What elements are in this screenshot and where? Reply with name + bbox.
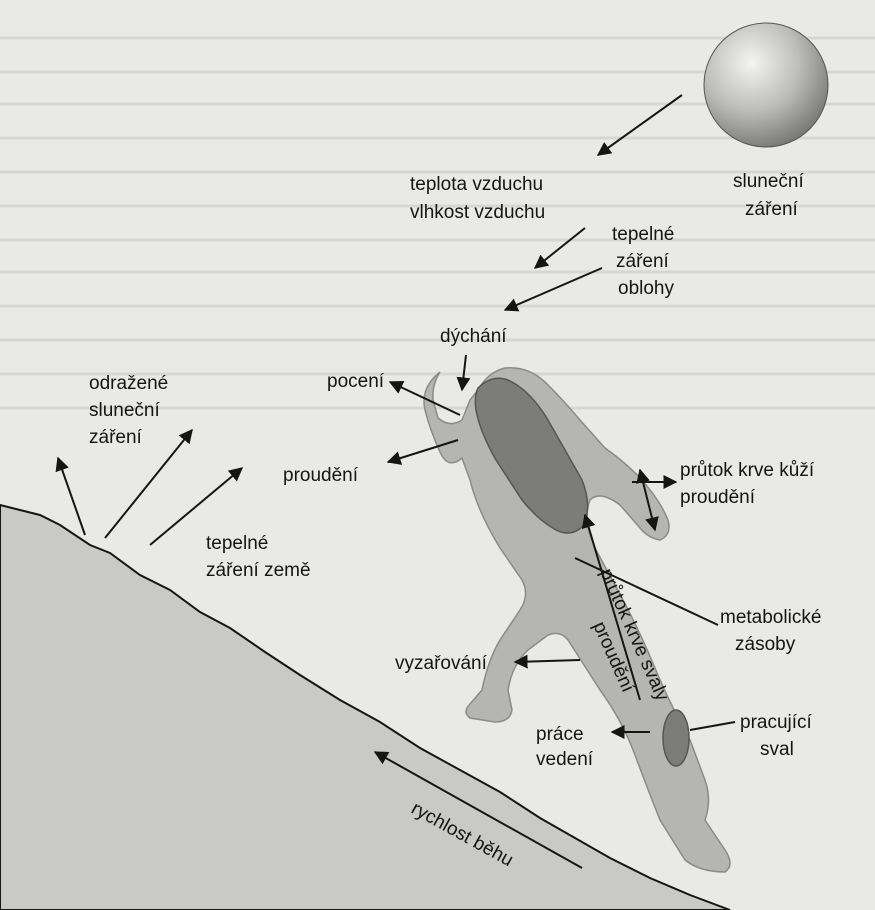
label-metabolic-2: zásoby — [735, 634, 796, 655]
label-reflected-1: odražené — [89, 373, 168, 394]
label-sweating: pocení — [327, 371, 385, 392]
arrow-sky — [505, 268, 602, 310]
arrow-radiation — [515, 660, 580, 662]
working-muscle-pointer — [690, 722, 735, 730]
label-working-muscle-1: pracující — [740, 712, 813, 733]
label-work-1: práce — [536, 724, 584, 745]
label-sky-2: záření — [616, 251, 670, 272]
label-sun-2: záření — [745, 199, 799, 220]
label-sky-1: tepelné — [612, 224, 674, 245]
arrow-reflected — [58, 458, 85, 535]
label-convection: proudění — [283, 465, 359, 486]
label-air-humidity: vlhkost vzduchu — [410, 202, 545, 223]
label-ground-1: tepelné — [206, 533, 268, 554]
label-sun-1: sluneční — [733, 171, 804, 192]
label-skin-convection: proudění — [680, 487, 756, 508]
label-sky-3: oblohy — [618, 278, 674, 299]
arrow-air — [535, 228, 585, 268]
label-metabolic-1: metabolické — [720, 607, 821, 628]
label-work-2: vedení — [536, 749, 594, 770]
working-muscle — [663, 710, 689, 766]
label-radiation: vyzařování — [395, 653, 488, 674]
label-skin-flow: průtok krve kůží — [680, 460, 815, 481]
label-ground-2: záření země — [206, 560, 311, 581]
label-reflected-2: sluneční — [89, 400, 160, 421]
label-air-temp: teplota vzduchu — [410, 174, 543, 195]
label-reflected-3: záření — [89, 427, 143, 448]
label-working-muscle-2: sval — [760, 739, 794, 760]
label-breathing: dýchání — [440, 326, 507, 347]
sun-icon — [704, 23, 828, 147]
